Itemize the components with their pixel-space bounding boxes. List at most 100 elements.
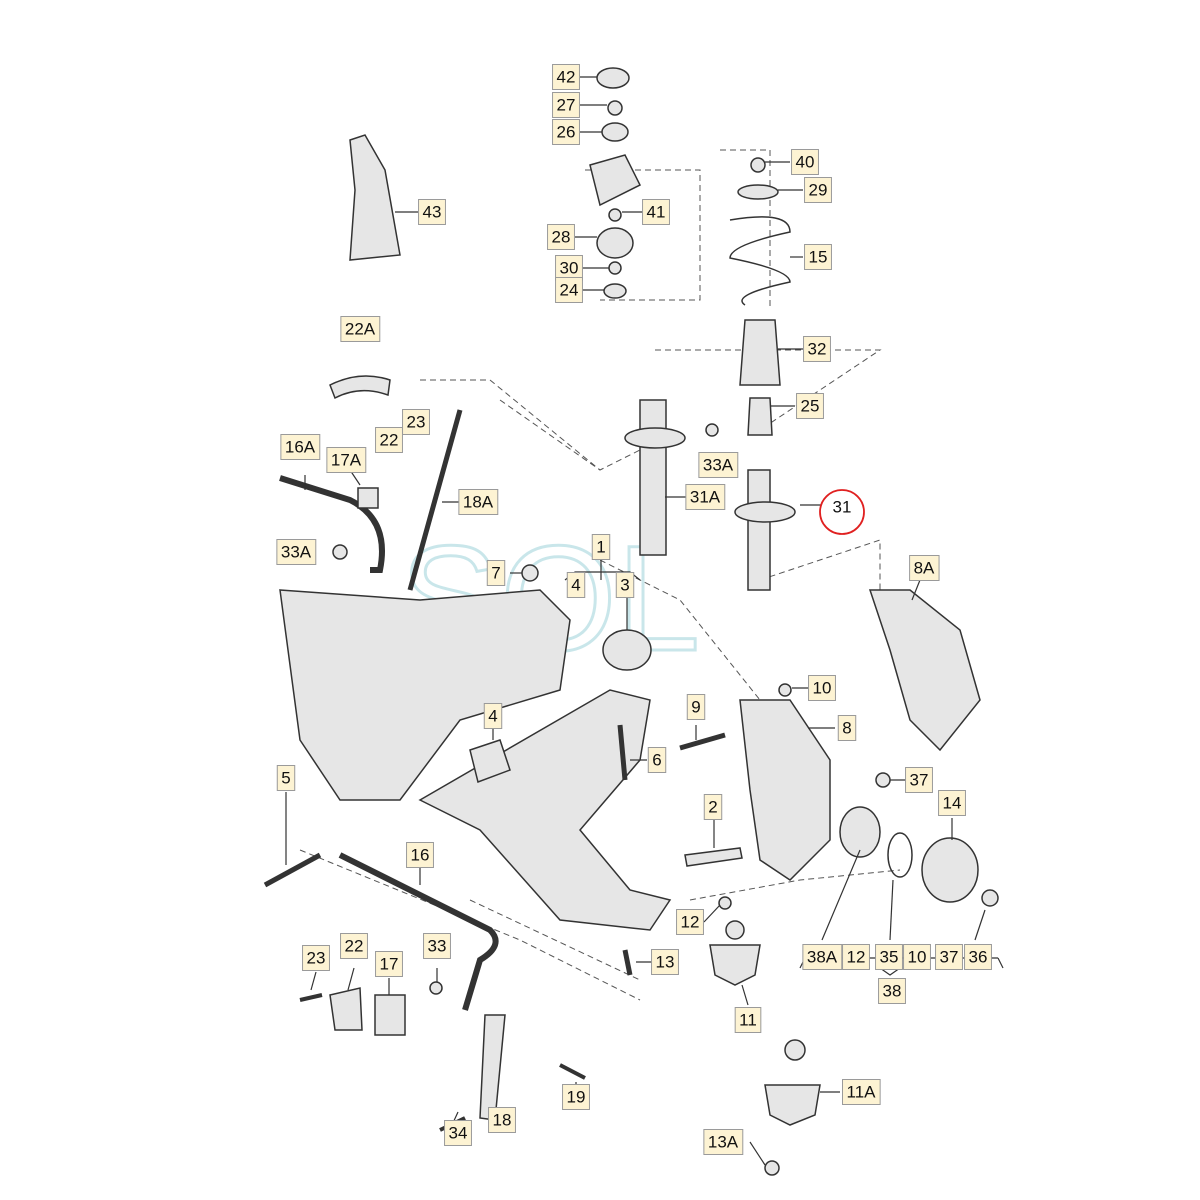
label-box <box>555 255 583 281</box>
label-37-top: 37 <box>910 771 929 790</box>
highlight-circle <box>819 489 865 535</box>
label-41: 41 <box>647 203 666 222</box>
label-9: 9 <box>691 698 700 717</box>
part-13a-nut <box>764 1160 780 1176</box>
label-40: 40 <box>796 153 815 172</box>
label-16a: 16A <box>285 438 316 457</box>
label-4-top: 4 <box>571 576 580 595</box>
label-30: 30 <box>560 259 579 278</box>
label-27: 27 <box>557 96 576 115</box>
label-16: 16 <box>411 846 430 865</box>
label-box <box>791 149 819 175</box>
label-3: 3 <box>620 576 629 595</box>
label-17: 17 <box>380 955 399 974</box>
part-9-bolt <box>679 732 726 751</box>
label-box <box>842 944 870 970</box>
label-10: 10 <box>908 948 927 967</box>
part-control-arm <box>418 689 672 931</box>
label-box <box>802 944 843 970</box>
label-29: 29 <box>809 181 828 200</box>
label-box <box>375 951 403 977</box>
part-27-nut <box>607 100 623 116</box>
label-42: 42 <box>557 68 576 87</box>
part-19-bolt <box>559 1063 586 1080</box>
label-box <box>686 694 706 720</box>
label-box <box>444 1120 472 1146</box>
label-box <box>796 393 824 419</box>
part-43-boot <box>349 134 401 261</box>
label-box <box>642 199 670 225</box>
label-43: 43 <box>423 203 442 222</box>
label-10-top: 10 <box>813 679 832 698</box>
part-32-boot <box>739 319 781 386</box>
label-26: 26 <box>557 123 576 142</box>
part-23-bolt <box>299 993 323 1002</box>
part-22a-clamp <box>329 375 391 400</box>
part-6-bolt <box>617 724 628 781</box>
label-6: 6 <box>652 751 661 770</box>
label-12: 12 <box>847 948 866 967</box>
part-37-nut-top <box>875 772 891 788</box>
label-box <box>964 944 992 970</box>
parts <box>263 67 999 1176</box>
part-33-nut <box>429 981 443 995</box>
part-29-seat <box>737 184 779 200</box>
part-16a-bar <box>279 475 385 573</box>
part-4-bushing <box>469 739 511 783</box>
part-30-washer <box>608 261 622 275</box>
part-16-bar <box>338 852 499 1011</box>
label-22-top: 22 <box>380 431 399 450</box>
label-13: 13 <box>656 953 675 972</box>
label-37: 37 <box>940 948 959 967</box>
part-14-hub <box>921 837 979 903</box>
part-24-washer <box>603 283 627 299</box>
label-boxes <box>276 64 992 1155</box>
label-box <box>562 1084 590 1110</box>
label-box <box>808 675 836 701</box>
label-box <box>402 409 430 435</box>
label-box <box>803 336 831 362</box>
label-box <box>875 944 903 970</box>
label-18a: 18A <box>463 493 494 512</box>
label-31: 31 <box>833 498 852 517</box>
label-38: 38 <box>883 982 902 1001</box>
part-42-cap <box>596 67 630 89</box>
label-23-top: 23 <box>407 413 426 432</box>
label-box <box>903 944 931 970</box>
label-38a: 38A <box>807 948 838 967</box>
label-5: 5 <box>281 769 290 788</box>
part-3-bushing <box>602 629 652 671</box>
label-box <box>647 747 667 773</box>
label-box <box>837 715 857 741</box>
part-31a-strut <box>639 399 667 556</box>
label-28: 28 <box>552 228 571 247</box>
label-box <box>676 909 704 935</box>
part-18-link <box>479 1014 506 1121</box>
label-box <box>591 534 611 560</box>
part-2-link <box>684 847 743 867</box>
label-box <box>938 790 966 816</box>
label-box <box>340 933 368 959</box>
part-5-bolt <box>263 852 322 888</box>
label-33: 33 <box>428 937 447 956</box>
label-box <box>547 224 575 250</box>
part-snap-ring <box>887 832 913 878</box>
label-box <box>375 427 403 453</box>
part-41-nut <box>608 208 622 222</box>
label-14: 14 <box>943 794 962 813</box>
label-8a: 8A <box>914 559 935 578</box>
part-11a-balljoint <box>764 1084 821 1126</box>
label-18: 18 <box>493 1111 512 1130</box>
part-17a-bushing <box>357 487 379 509</box>
label-7: 7 <box>491 564 500 583</box>
label-box <box>703 794 723 820</box>
label-box <box>685 484 726 510</box>
label-box <box>698 452 739 478</box>
part-labels: 42 27 26 41 28 30 24 40 29 15 32 25 31 3… <box>281 68 988 1152</box>
label-box <box>935 944 963 970</box>
label-12-left: 12 <box>681 913 700 932</box>
label-8: 8 <box>842 719 851 738</box>
label-box <box>552 64 580 90</box>
label-box <box>302 945 330 971</box>
